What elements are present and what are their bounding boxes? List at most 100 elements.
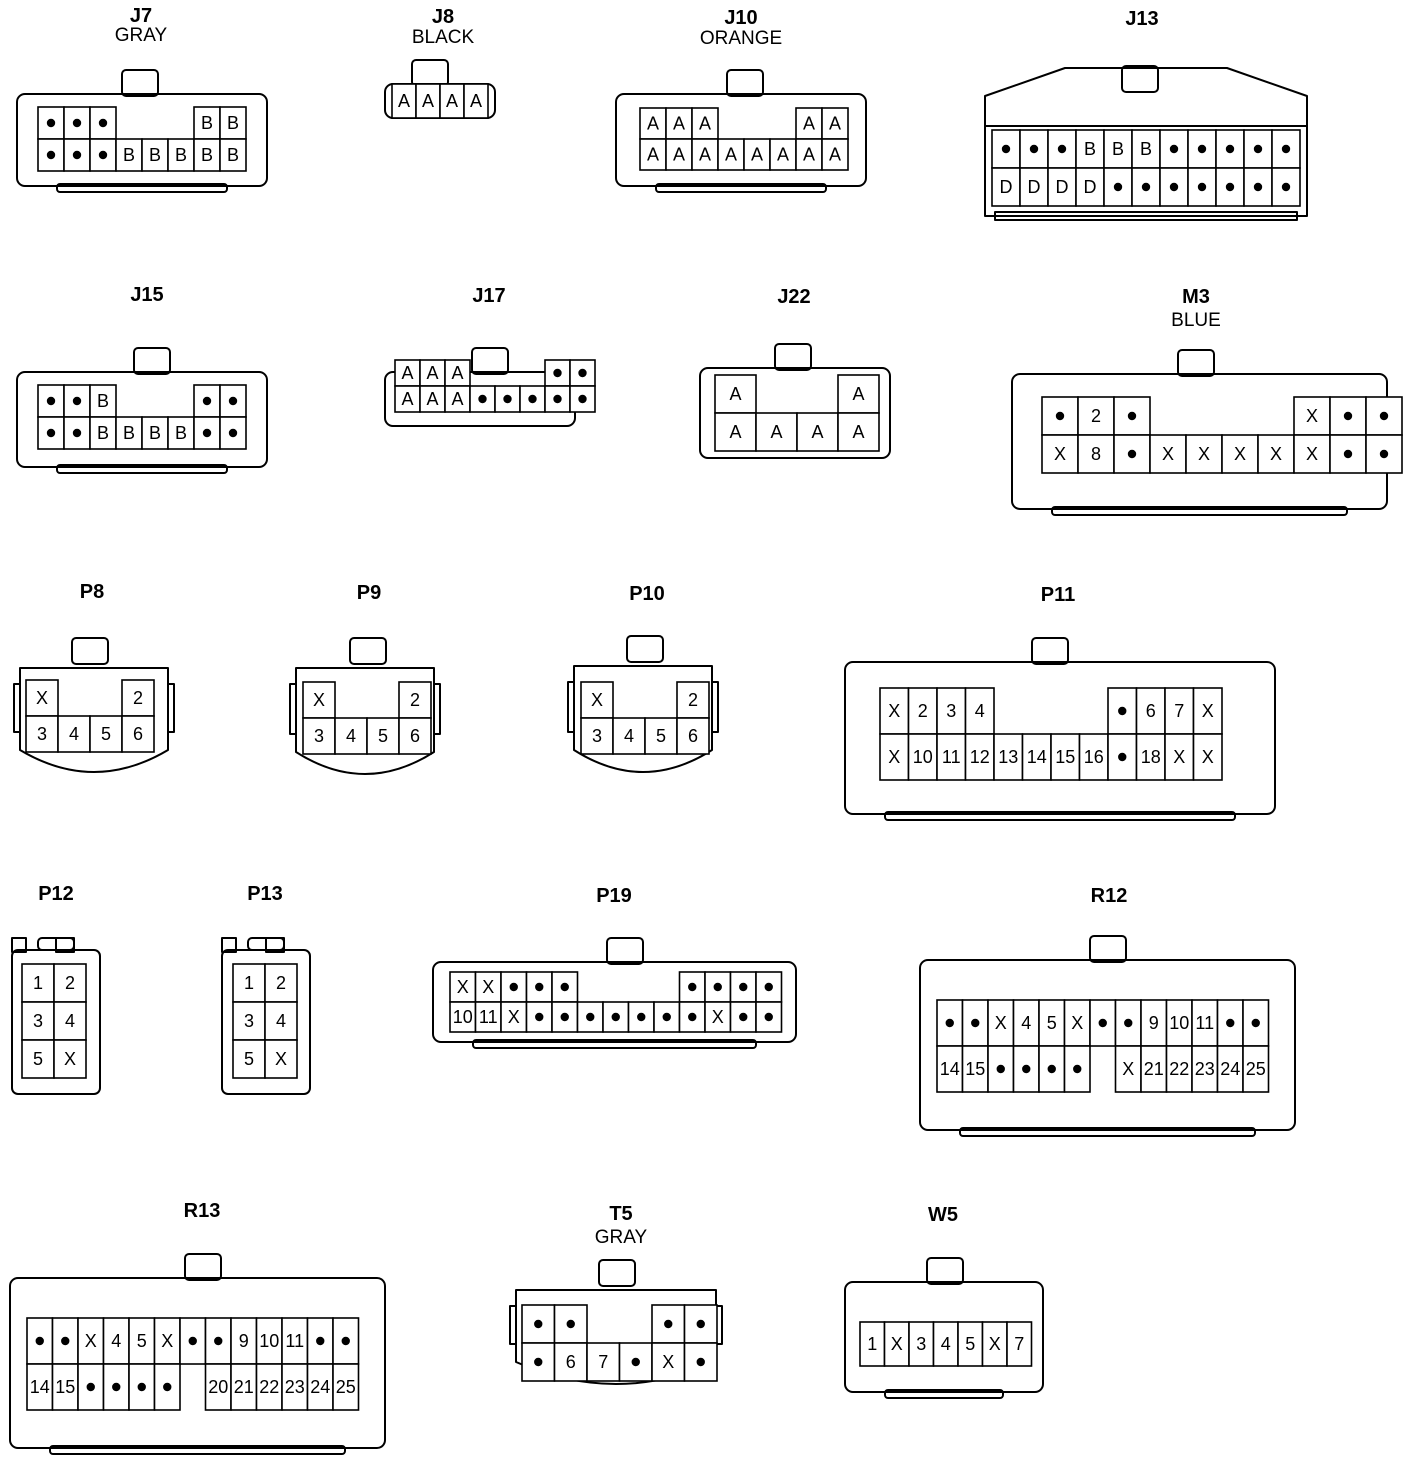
pin-cavity xyxy=(264,1001,298,1041)
connector-color-label: GRAY xyxy=(595,1227,648,1248)
pin-cavity xyxy=(1242,1045,1270,1093)
connector-label: J7 xyxy=(130,5,152,27)
pin-label: X xyxy=(1173,747,1185,767)
pin-cavity xyxy=(1165,1045,1193,1093)
pin-dot xyxy=(86,1382,95,1392)
pin-label: D xyxy=(1028,177,1041,197)
pin-label: 11 xyxy=(285,1331,304,1351)
pin-cavity xyxy=(1047,167,1077,207)
pin-cavity xyxy=(398,717,432,755)
pin-label: X xyxy=(1071,1013,1083,1033)
pin-dot xyxy=(46,396,56,406)
lock-tab xyxy=(411,59,449,87)
pin-label: 2 xyxy=(410,690,420,710)
pin-label: A xyxy=(647,145,659,165)
lock-tab xyxy=(184,1253,222,1281)
pin-label: 2 xyxy=(65,973,75,993)
pin-cavity xyxy=(449,1001,477,1033)
pin-label: X xyxy=(508,1007,520,1027)
pin-label: 13 xyxy=(998,747,1018,767)
lock-tab xyxy=(626,635,664,663)
pin-label: A xyxy=(803,145,815,165)
connector-label: R12 xyxy=(1091,885,1128,907)
pin-dot xyxy=(35,1336,44,1346)
lock-tab xyxy=(71,637,109,665)
pin-cavity xyxy=(463,83,489,119)
pin-cavity xyxy=(1041,434,1079,474)
pin-label: X xyxy=(591,690,603,710)
pin-dot xyxy=(996,1064,1005,1074)
pin-label: B xyxy=(227,113,239,133)
pin-cavity xyxy=(993,733,1024,781)
pin-cavity xyxy=(281,1317,309,1365)
pin-dot xyxy=(137,1382,146,1392)
pin-cavity xyxy=(219,138,247,172)
pin-label: X xyxy=(1162,444,1174,464)
pin-label: 3 xyxy=(244,1011,254,1031)
pin-dot xyxy=(98,150,108,160)
pin-cavity xyxy=(121,715,155,753)
pin-dot xyxy=(688,982,697,992)
pin-cavity xyxy=(580,681,614,719)
lock-tab xyxy=(1089,935,1127,963)
pin-label: A xyxy=(803,114,815,134)
pin-dot xyxy=(560,982,569,992)
pin-dot xyxy=(1226,1018,1235,1028)
pin-dot xyxy=(228,428,238,438)
pin-label: B xyxy=(97,391,109,411)
pin-dot xyxy=(188,1336,197,1346)
pin-label: A xyxy=(751,145,763,165)
connector-housing xyxy=(573,665,713,773)
connector-housing xyxy=(16,93,268,187)
pin-cavity xyxy=(255,1363,283,1411)
pin-cavity xyxy=(474,971,502,1003)
pin-label: 5 xyxy=(1047,1013,1057,1033)
pin-cavity xyxy=(1063,999,1091,1047)
pin-cavity xyxy=(255,1317,283,1365)
pin-cavity xyxy=(1164,687,1195,735)
pin-dot xyxy=(228,396,238,406)
pin-dot xyxy=(1057,144,1067,154)
pin-cavity xyxy=(500,1001,528,1033)
pin-cavity xyxy=(651,1342,686,1382)
base-rail xyxy=(472,1039,757,1049)
pin-label: 14 xyxy=(30,1377,50,1397)
top-tab xyxy=(221,937,237,953)
pin-dot xyxy=(534,1357,543,1367)
pin-label: D xyxy=(1000,177,1013,197)
pin-label: X xyxy=(888,747,900,767)
pin-label: A xyxy=(725,145,737,165)
pin-cavity xyxy=(302,717,336,755)
pin-label: 21 xyxy=(234,1377,254,1397)
pin-label: A xyxy=(422,91,434,111)
pin-cavity xyxy=(398,681,432,719)
pin-cavity xyxy=(1114,1045,1142,1093)
pin-cavity xyxy=(821,138,849,171)
lock-tab xyxy=(926,1257,964,1285)
pin-label: B xyxy=(175,145,187,165)
pin-cavity xyxy=(1257,434,1295,474)
pin-label: 6 xyxy=(133,724,143,744)
pin-label: 5 xyxy=(33,1049,43,1069)
pin-dot xyxy=(112,1382,121,1392)
pin-cavity xyxy=(653,1001,681,1033)
connector-label: J17 xyxy=(472,285,505,307)
pin-label: A xyxy=(398,91,410,111)
base-rail xyxy=(884,1389,1004,1399)
pin-cavity xyxy=(644,717,678,755)
pin-cavity xyxy=(193,106,221,140)
pin-dot xyxy=(72,118,82,128)
pin-label: X xyxy=(891,1334,903,1354)
pin-label: 3 xyxy=(946,701,956,721)
lock-tab xyxy=(37,937,75,951)
pin-cavity xyxy=(232,1039,266,1079)
connector-label: P19 xyxy=(596,885,632,907)
pin-cavity xyxy=(57,715,91,753)
pin-dot xyxy=(1029,144,1039,154)
pin-label: 23 xyxy=(1195,1059,1215,1079)
pin-cavity xyxy=(964,687,995,735)
pin-dot xyxy=(1118,706,1127,716)
